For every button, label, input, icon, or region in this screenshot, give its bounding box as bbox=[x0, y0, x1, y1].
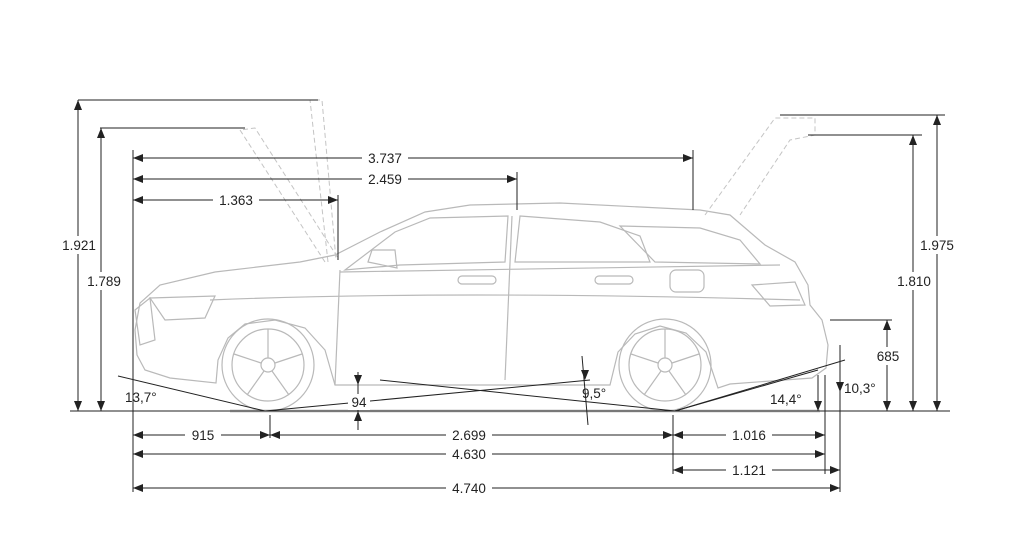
rear-hitch-angle-line bbox=[674, 359, 846, 412]
car-door-handle-front bbox=[457, 275, 497, 285]
car-taillight bbox=[750, 281, 806, 307]
car-b-pillar bbox=[504, 215, 513, 381]
label-1016: 1.016 bbox=[732, 428, 766, 443]
car-body-outline bbox=[134, 202, 829, 389]
label-685: 685 bbox=[877, 349, 900, 364]
car-headlight bbox=[148, 295, 216, 321]
label-2459: 2.459 bbox=[368, 172, 402, 187]
breakover-line-rear bbox=[379, 379, 676, 412]
label-4740: 4.740 bbox=[452, 481, 486, 496]
car-beltline bbox=[339, 264, 781, 273]
label-approach-angle: 13,7° bbox=[125, 390, 157, 405]
car-mirror bbox=[367, 249, 398, 269]
label-1789: 1.789 bbox=[87, 274, 121, 289]
label-rear-hitch-angle: 10,3° bbox=[844, 381, 876, 396]
label-ground-clearance: 94 bbox=[351, 395, 367, 410]
label-3737: 3.737 bbox=[368, 151, 402, 166]
rear-wheel bbox=[618, 318, 712, 412]
label-1810: 1.810 bbox=[897, 274, 931, 289]
label-915: 915 bbox=[192, 428, 215, 443]
label-1975: 1.975 bbox=[920, 238, 954, 253]
dimension-labels: 3.737 2.459 1.363 1.921 1.789 1.975 1.81… bbox=[60, 149, 958, 497]
hood-open-ghost-2 bbox=[309, 99, 337, 263]
label-1921: 1.921 bbox=[62, 238, 96, 253]
car-windshield bbox=[342, 215, 509, 271]
breakover-line-front bbox=[264, 379, 591, 412]
car-character-line bbox=[209, 294, 801, 301]
car-rear-side-window bbox=[514, 215, 651, 263]
label-2699: 2.699 bbox=[452, 428, 486, 443]
label-1121: 1.121 bbox=[732, 463, 766, 478]
car-door-line-front bbox=[334, 269, 341, 386]
breakover-tick bbox=[581, 355, 589, 426]
car-door-handle-rear bbox=[594, 275, 634, 285]
label-departure-angle: 14,4° bbox=[770, 392, 802, 407]
car-fuel-flap bbox=[669, 269, 705, 293]
car-quarter-window bbox=[618, 225, 762, 265]
label-breakover-angle: 9,5° bbox=[582, 386, 606, 401]
label-4630: 4.630 bbox=[452, 447, 486, 462]
tailgate-open-ghost bbox=[704, 117, 816, 216]
car-grille bbox=[134, 296, 156, 346]
label-1363: 1.363 bbox=[219, 193, 253, 208]
approach-angle-line bbox=[117, 375, 266, 412]
dimension-lines bbox=[70, 99, 950, 492]
hood-open-ghost bbox=[239, 127, 339, 263]
front-wheel bbox=[221, 318, 315, 412]
car-illustration bbox=[134, 99, 829, 413]
